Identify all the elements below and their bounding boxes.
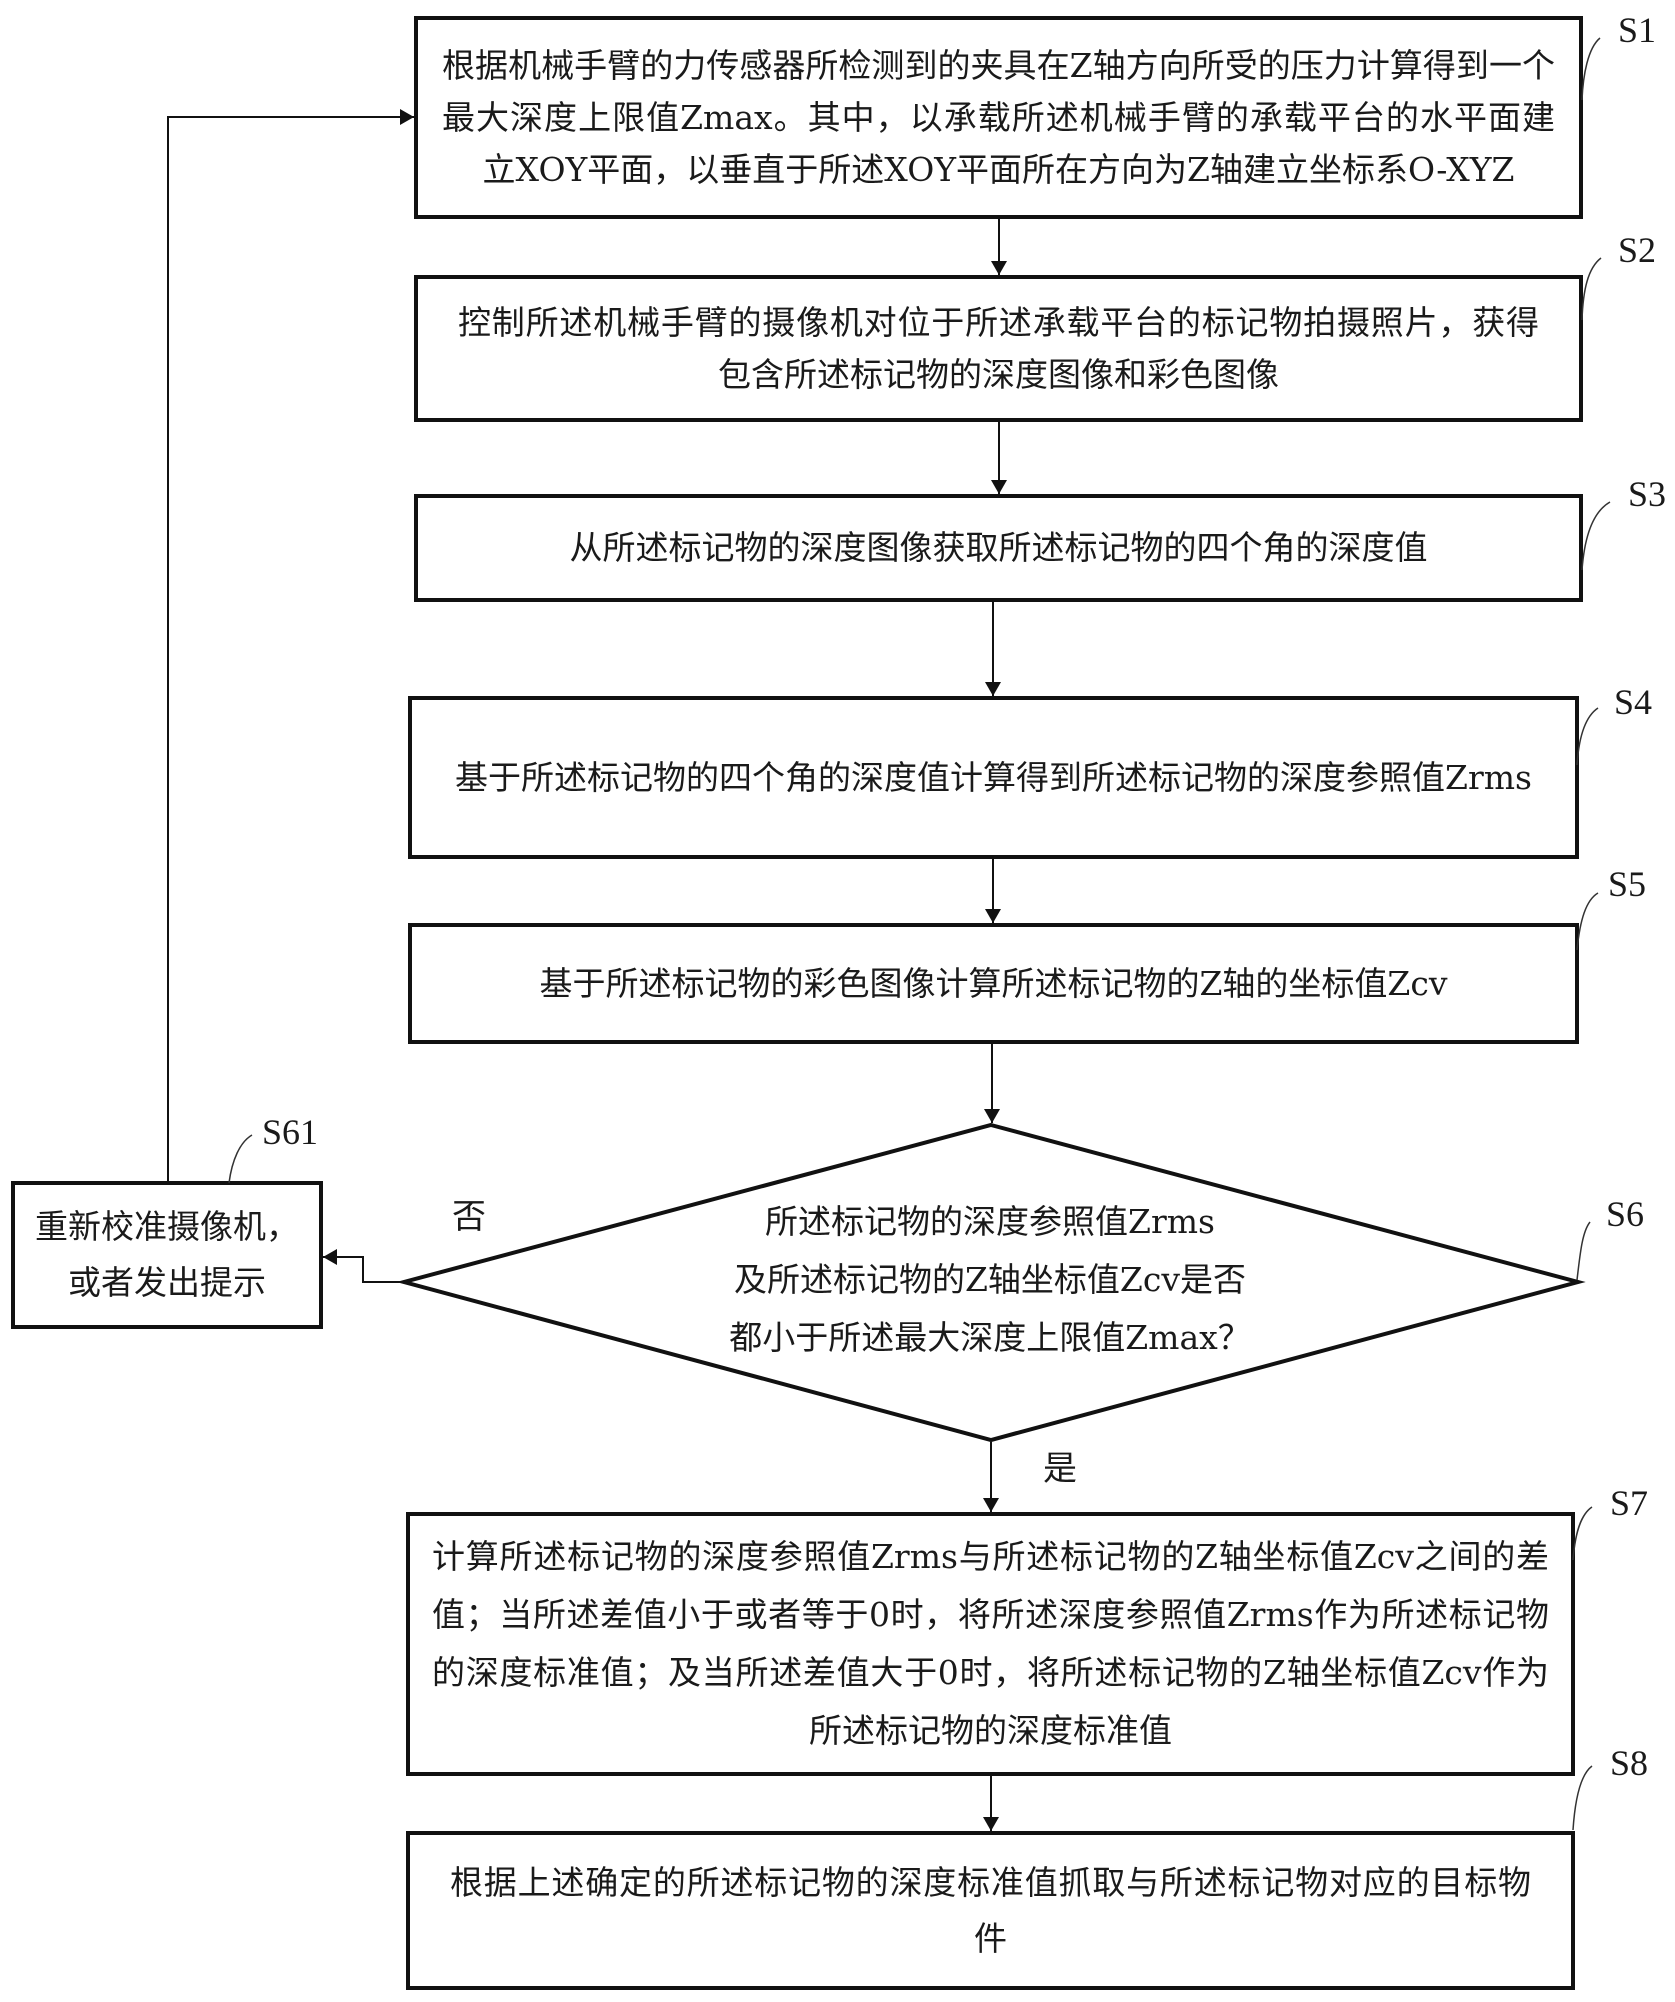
step-box-s5 (408, 923, 1579, 1044)
step-label-s8: S8 (1610, 1743, 1649, 1783)
leader-s3 (1581, 501, 1611, 571)
leader-s5 (1576, 892, 1599, 951)
leader-s8 (1572, 1765, 1593, 1831)
step-text-s61: 重新校准摄像机， 或者发出提示 (15, 1185, 319, 1325)
decision-line-1: 所述标记物的深度参照值Zrms (765, 1202, 1215, 1241)
step-box-s2 (414, 275, 1583, 422)
step-label-s1: S1 (1618, 10, 1657, 50)
leader-s61 (228, 1134, 253, 1184)
decision-line-3: 都小于所述最大深度上限值Zmax？ (729, 1318, 1251, 1357)
step-box-s8 (406, 1831, 1575, 1990)
step-box-s1 (414, 16, 1583, 219)
decision-line-2: 及所述标记物的Z轴坐标值Zcv是否 (734, 1260, 1246, 1299)
step-label-s4: S4 (1614, 682, 1653, 722)
step-box-s3 (414, 494, 1583, 602)
step-text-s8: 根据上述确定的所述标记物的深度标准值抓取与所述标记物对应的目标物件 (450, 1862, 1531, 1958)
decision-text-s6: 所述标记物的深度参照值Zrms 及所述标记物的Z轴坐标值Zcv是否 都小于所述最… (680, 1190, 1300, 1370)
step-label-s61: S61 (262, 1112, 319, 1152)
step-text-s7: 计算所述标记物的深度参照值Zrms与所述标记物的Z轴坐标值Zcv之间的差值；当所… (432, 1537, 1549, 1750)
leader-s2 (1581, 257, 1602, 321)
s61-line-1: 重新校准摄像机， (35, 1207, 299, 1246)
step-text-s5: 基于所述标记物的彩色图像计算所述标记物的Z轴的坐标值Zcv (539, 963, 1448, 1003)
step-text-s4: 基于所述标记物的四个角的深度值计算得到所述标记物的深度参照值Zrms (455, 757, 1532, 797)
step-label-s3: S3 (1628, 474, 1667, 514)
branch-label-no: 否 (452, 1197, 486, 1237)
step-text-s2: 控制所述机械手臂的摄像机对位于所述承载平台的标记物拍摄照片，获得包含所述标记物的… (458, 302, 1539, 394)
step-label-s5: S5 (1608, 864, 1647, 904)
arrow-s61-s1 (167, 109, 414, 1183)
leader-s6 (1576, 1221, 1591, 1281)
step-text-s1: 根据机械手臂的力传感器所检测到的夹具在Z轴方向所受的压力计算得到一个最大深度上限… (442, 45, 1555, 189)
step-box-s61 (11, 1181, 323, 1329)
step-label-s6: S6 (1606, 1194, 1645, 1234)
step-box-s7 (406, 1512, 1575, 1776)
step-label-s2: S2 (1618, 230, 1657, 270)
arrow-s6-s61 (323, 1249, 404, 1283)
decision-diamond-s6 (396, 1122, 1586, 1443)
leader-s7 (1572, 1506, 1593, 1561)
branch-label-yes: 是 (1043, 1449, 1077, 1489)
step-box-s4 (408, 696, 1579, 859)
leader-s4 (1576, 707, 1599, 766)
step-text-s3: 从所述标记物的深度图像获取所述标记物的四个角的深度值 (569, 528, 1428, 567)
leader-s1 (1581, 37, 1601, 101)
s61-line-2: 或者发出提示 (68, 1263, 266, 1302)
step-label-s7: S7 (1610, 1483, 1649, 1523)
